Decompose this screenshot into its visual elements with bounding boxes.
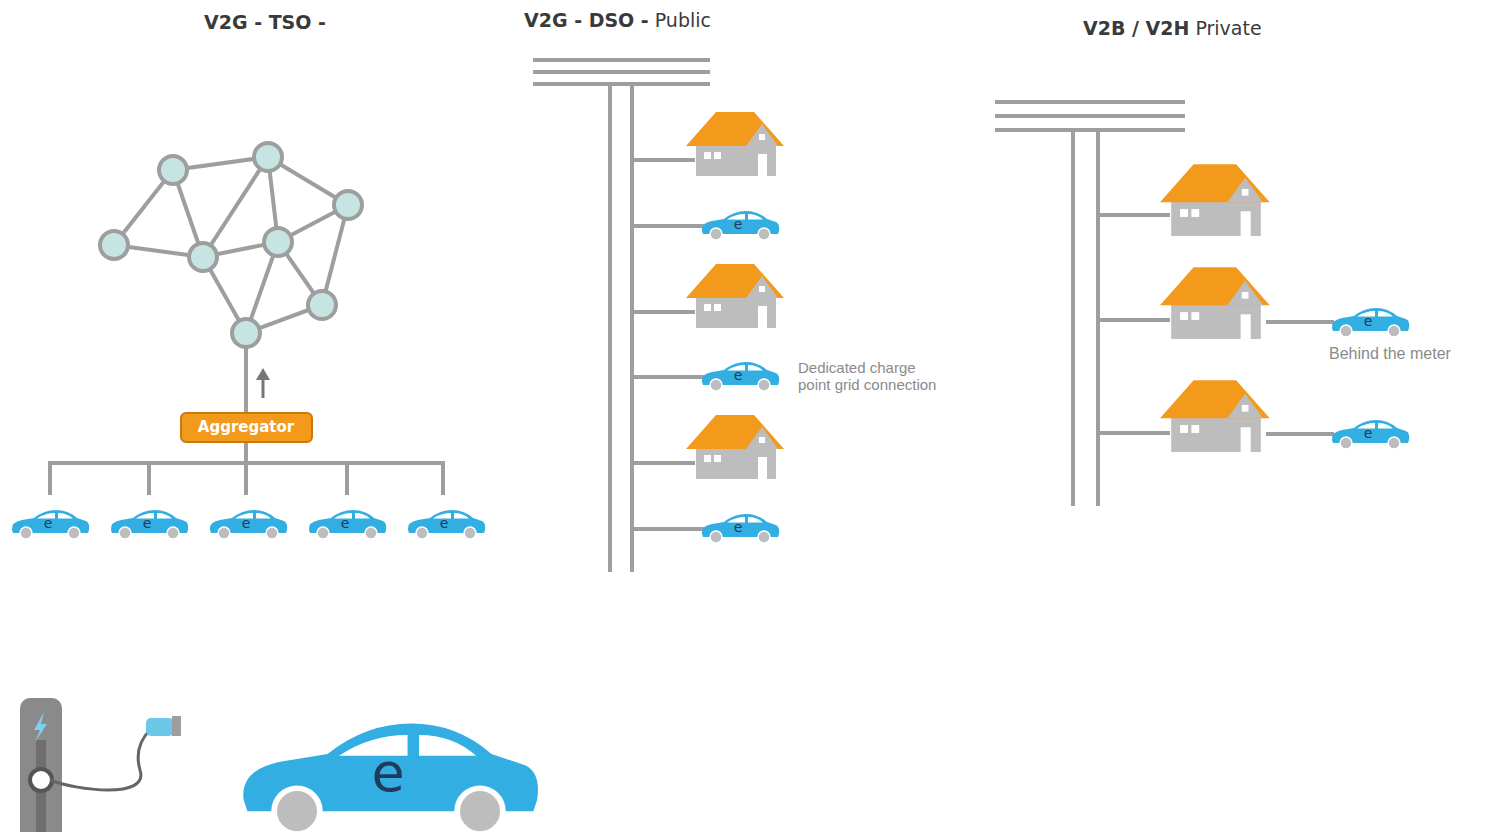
private-houses-cars bbox=[1160, 164, 1409, 452]
column-heading: V2G - TSO - bbox=[204, 12, 326, 34]
charger bbox=[20, 698, 181, 832]
private-grid bbox=[995, 102, 1334, 506]
car-letter: e bbox=[242, 516, 251, 530]
car-letter: e bbox=[1364, 314, 1373, 328]
car-letter: e bbox=[44, 516, 53, 530]
column-heading: V2B / V2H bbox=[1083, 18, 1189, 40]
network-nodes bbox=[100, 143, 362, 347]
dso-houses-cars bbox=[686, 112, 784, 543]
car-letter: e bbox=[371, 746, 404, 800]
car-letter: e bbox=[440, 516, 449, 530]
dso-grid bbox=[533, 60, 710, 572]
node-text: Aggregator bbox=[198, 418, 294, 436]
car-letter: e bbox=[734, 217, 743, 231]
annotation: Behind the meter bbox=[1329, 345, 1451, 363]
aggregator-box: Aggregator bbox=[180, 412, 313, 443]
car-letter: e bbox=[143, 516, 152, 530]
car-letter: e bbox=[1364, 426, 1373, 440]
column-heading: Private bbox=[1195, 18, 1261, 40]
network-lines bbox=[50, 157, 443, 495]
annotation: Dedicated charge point grid connection bbox=[798, 359, 944, 394]
car-letter: e bbox=[734, 520, 743, 534]
car-letter: e bbox=[734, 368, 743, 382]
car-letter: e bbox=[341, 516, 350, 530]
up-arrow bbox=[256, 368, 270, 398]
column-heading: V2G - DSO - bbox=[524, 10, 649, 32]
big-car bbox=[243, 723, 538, 832]
column-heading: Public bbox=[655, 10, 711, 32]
tso-cars bbox=[12, 510, 485, 539]
